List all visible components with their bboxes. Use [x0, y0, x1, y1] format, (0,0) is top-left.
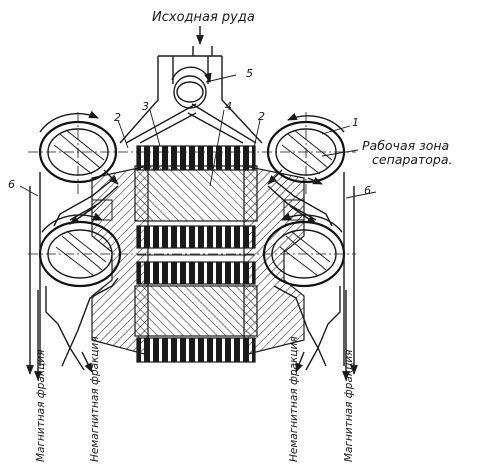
leader-1 — [321, 125, 351, 135]
leader-work-zone — [321, 149, 359, 157]
leader-6-right — [345, 191, 377, 199]
coil-bottom — [136, 337, 256, 363]
coil-mid-upper — [136, 225, 256, 249]
leader-4 — [209, 109, 225, 187]
feed-label: Исходная руда — [152, 10, 255, 25]
work-zone-label-line2: сепаратора. — [372, 152, 453, 167]
magnetic-right-label: Магнитная фракция — [343, 350, 355, 462]
coil-top — [136, 145, 256, 171]
magnetic-core — [91, 165, 305, 356]
label-3: 3 — [142, 100, 149, 113]
work-zone-label-line1: Рабочая зона — [362, 138, 449, 153]
leader-3 — [149, 109, 161, 147]
nonmagnetic-left-label: Немагнитная фракция — [89, 336, 101, 462]
magnetic-left-label: Магнитная фракция — [35, 350, 47, 462]
feed-hopper — [119, 46, 263, 144]
left-chutes — [26, 169, 119, 381]
label-1: 1 — [352, 116, 359, 129]
coil-mid-lower — [136, 261, 256, 285]
leader-2-left — [117, 119, 129, 149]
feed-roller — [171, 66, 237, 109]
label-6-left: 6 — [8, 178, 15, 191]
leader-6-left — [19, 185, 39, 197]
label-5: 5 — [246, 67, 253, 80]
label-2-right: 2 — [258, 110, 265, 123]
label-4: 4 — [225, 100, 232, 113]
label-2-left: 2 — [114, 111, 121, 124]
leader-2-right — [253, 119, 261, 149]
right-chutes — [267, 169, 358, 381]
label-6-right: 6 — [364, 184, 371, 197]
nonmagnetic-right-label: Немагнитная фракция — [288, 336, 300, 462]
